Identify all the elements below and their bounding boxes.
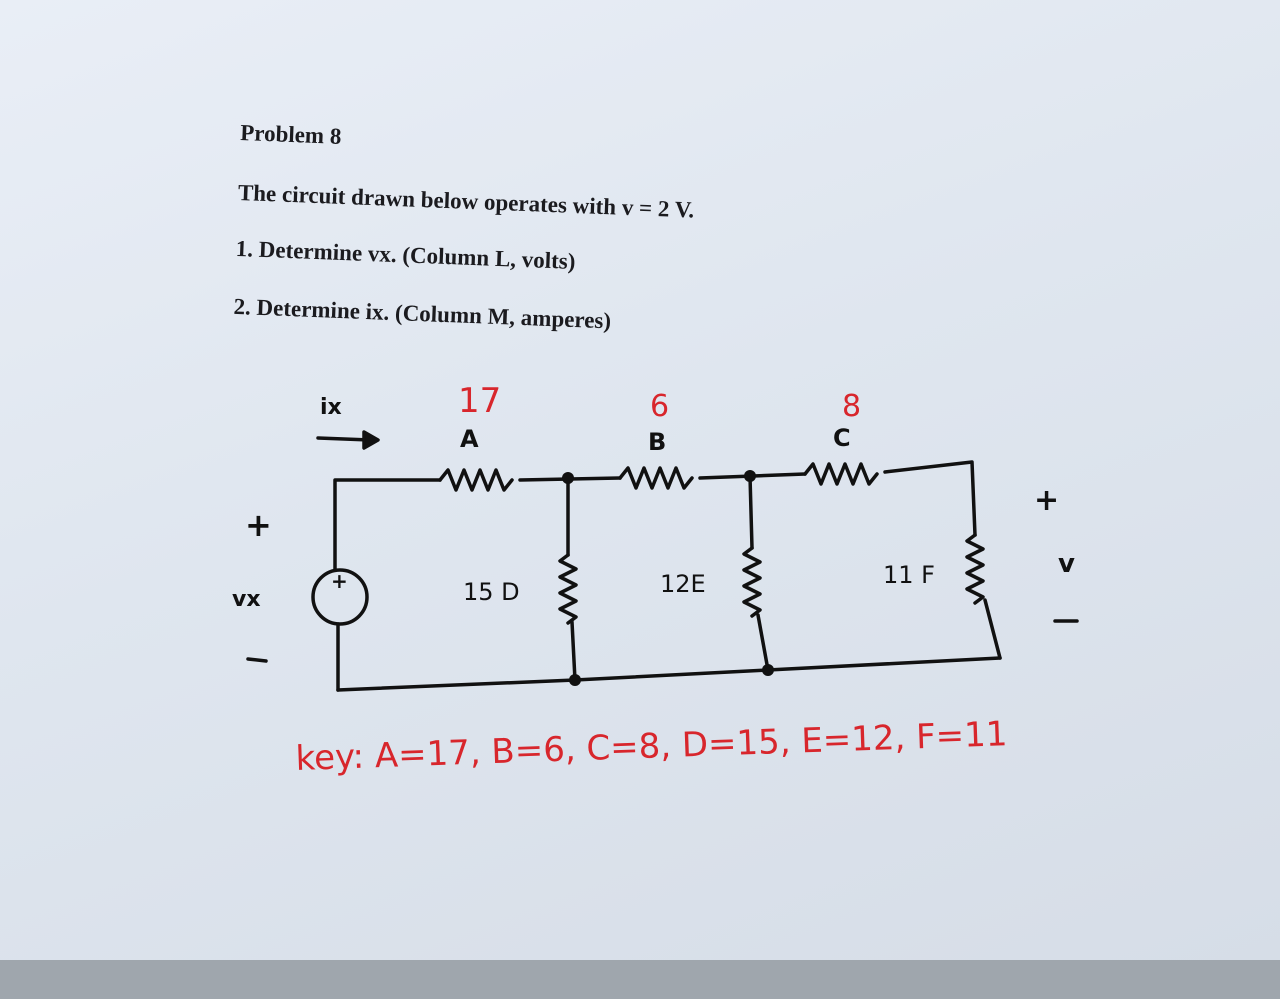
resistor-e — [742, 546, 762, 618]
source-polarity-label: + — [331, 569, 348, 593]
vx-plus-label: + — [245, 506, 272, 544]
current-label: ix — [320, 395, 342, 420]
resistor-b — [618, 466, 694, 490]
wire-f-bottom — [983, 598, 1002, 660]
resistor-c-value: 8 — [842, 389, 861, 424]
voltage-source — [311, 568, 369, 626]
vx-label: vx — [232, 587, 261, 612]
right-wire-top — [883, 460, 977, 537]
resistor-a — [438, 468, 514, 492]
answer-key: key: A=17, B=6, C=8, D=15, E=12, F=11 — [295, 714, 1008, 779]
resistor-f — [965, 533, 985, 605]
v-plus-label: + — [1034, 483, 1059, 518]
current-arrow-shaft — [316, 436, 372, 442]
resistor-a-letter: A — [460, 425, 479, 453]
junction-bottom-1 — [569, 674, 581, 686]
resistor-f-label: 11 F — [883, 561, 935, 589]
resistor-a-value: 17 — [458, 381, 501, 421]
vx-minus-mark — [246, 657, 268, 663]
junction-top-2 — [744, 470, 756, 482]
left-wire-top — [333, 478, 442, 572]
junction-top-1 — [562, 472, 574, 484]
v-label: v — [1058, 549, 1075, 579]
current-arrow-head — [362, 430, 380, 450]
wire-e-top — [748, 474, 754, 550]
circuit-diagram: + ix A B C 15 D 12E 11 F + vx + v 17 6 8… — [232, 381, 1079, 779]
junction-bottom-2 — [762, 664, 774, 676]
resistor-b-value: 6 — [650, 389, 669, 424]
resistor-c — [803, 462, 879, 486]
resistor-d — [558, 553, 578, 625]
wire-d-bottom — [570, 620, 577, 682]
paper-sheet: Problem 8 The circuit drawn below operat… — [0, 0, 1280, 960]
resistor-e-label: 12E — [660, 570, 706, 598]
wire-e-bottom — [756, 613, 770, 672]
resistor-b-letter: B — [648, 428, 666, 456]
resistor-d-label: 15 D — [463, 578, 520, 606]
resistor-c-letter: C — [833, 424, 851, 452]
bottom-wire — [336, 656, 1002, 692]
